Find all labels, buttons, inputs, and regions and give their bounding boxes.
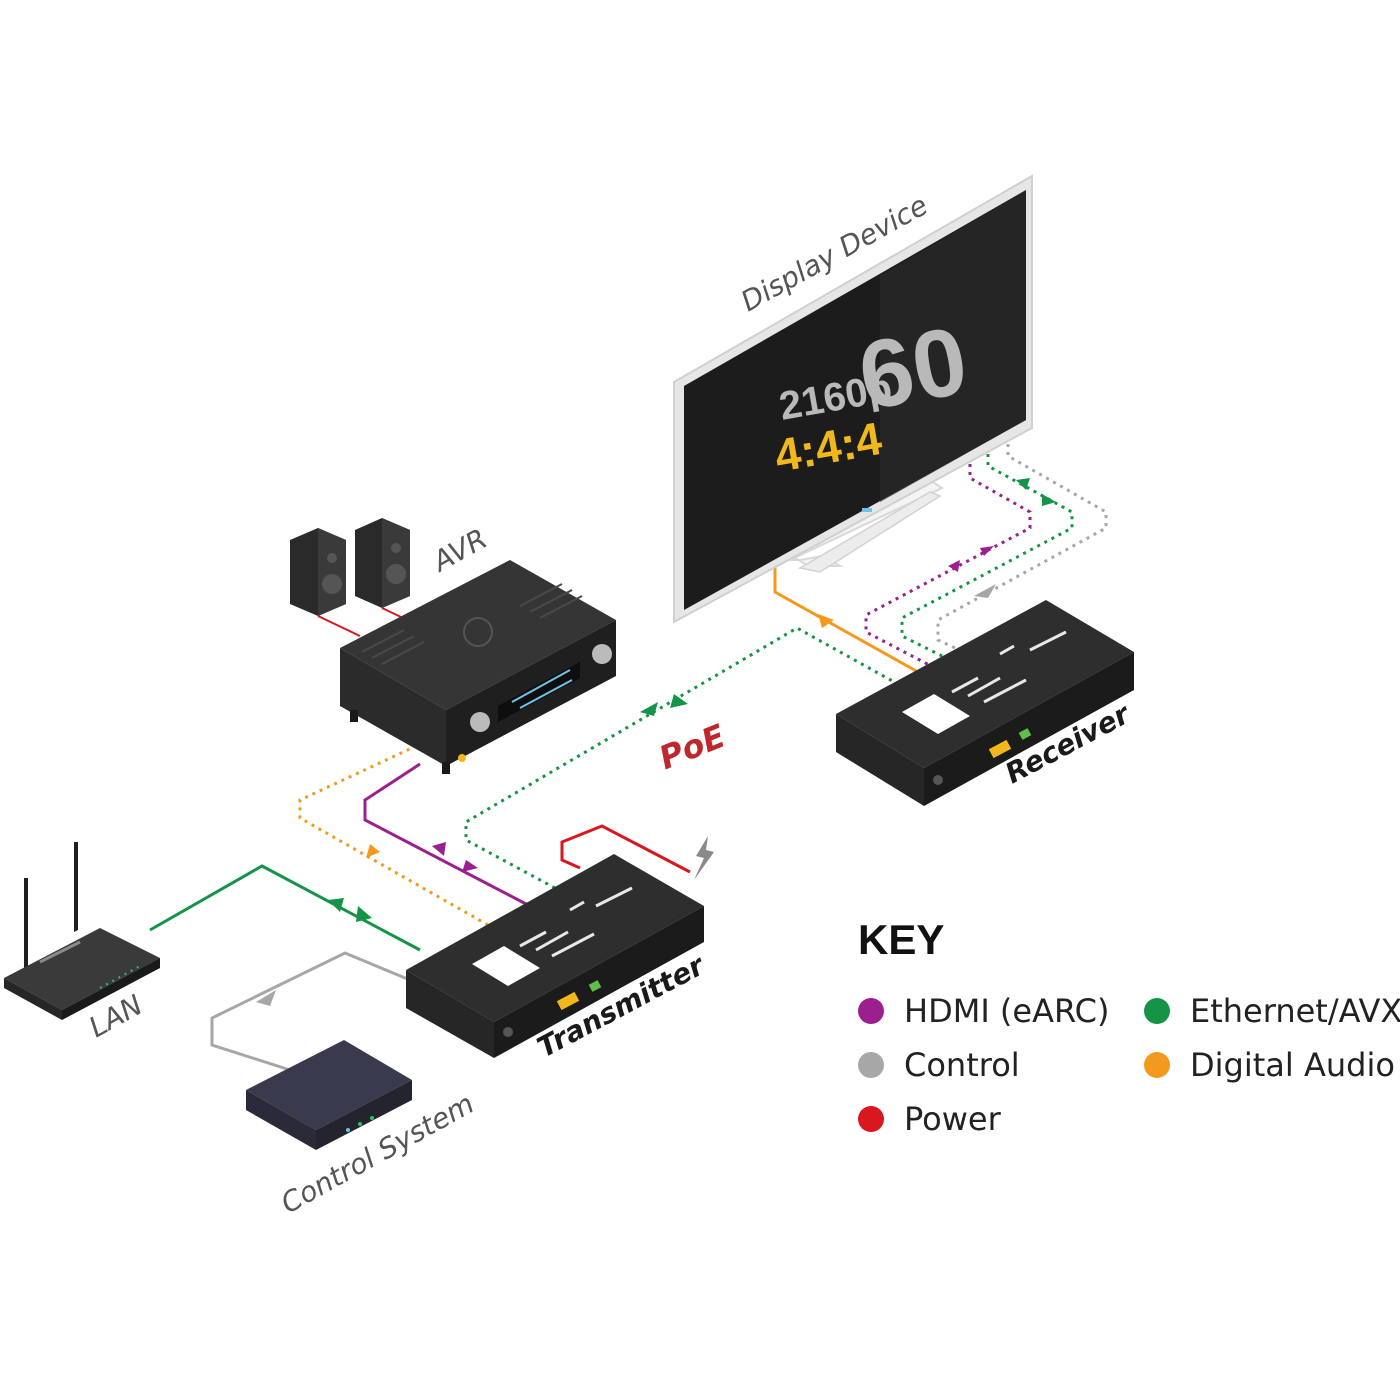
control-arrow-icon-2 bbox=[974, 584, 996, 598]
lan-ethernet-cable bbox=[149, 864, 421, 952]
avr-label: AVR bbox=[426, 522, 493, 579]
hdmi-arrow-icon bbox=[432, 842, 478, 872]
legend-label-audio: Digital Audio bbox=[1190, 1046, 1395, 1084]
legend-label-power: Power bbox=[904, 1100, 1001, 1138]
poe-arrow-icon bbox=[640, 694, 688, 716]
control-dot-icon bbox=[858, 1052, 884, 1078]
hdmi-dot-icon bbox=[858, 998, 884, 1024]
ethernet-arrow-icon-2 bbox=[1016, 478, 1056, 506]
control-system-device bbox=[246, 1040, 412, 1150]
legend-label-control: Control bbox=[904, 1046, 1020, 1084]
hdmi-cable-display-rx bbox=[864, 456, 1032, 670]
legend-title: KEY bbox=[858, 916, 945, 963]
receiver-hdmi-port-icon bbox=[988, 739, 1012, 759]
audio-cable-display-rx bbox=[773, 566, 919, 674]
avr-device bbox=[340, 560, 616, 774]
legend-item-audio: Digital Audio bbox=[1144, 1046, 1395, 1084]
speaker-left bbox=[290, 528, 346, 616]
control-arrow-icon bbox=[256, 990, 276, 1006]
display-led-icon bbox=[862, 508, 872, 512]
control-cable-display-rx bbox=[936, 436, 1108, 656]
audio-arrow-icon-2 bbox=[818, 614, 834, 628]
transmitter-hdmi-port-icon bbox=[556, 991, 580, 1011]
ethernet-arrow-icon bbox=[328, 898, 372, 922]
receiver-device bbox=[836, 600, 1134, 806]
poe-label: PoE bbox=[654, 717, 731, 777]
speakers bbox=[290, 518, 421, 637]
power-cable bbox=[560, 824, 691, 874]
hdmi-cable-tx-avr bbox=[363, 762, 529, 907]
hdmi-arrow-icon-2 bbox=[948, 546, 994, 572]
audio-cable-tx-avr bbox=[298, 746, 489, 927]
display-device: 2160p 60 4:4:4 bbox=[673, 174, 1033, 624]
router-device bbox=[4, 842, 160, 1020]
legend-item-ethernet: Ethernet/AVX bbox=[1144, 992, 1400, 1030]
power-bolt-icon bbox=[694, 836, 714, 880]
antenna-right-icon bbox=[74, 842, 78, 932]
screen-refresh-rate: 60 bbox=[851, 307, 975, 431]
legend-item-power: Power bbox=[858, 1100, 1001, 1138]
legend-label-ethernet: Ethernet/AVX bbox=[1190, 992, 1400, 1030]
ethernet-dot-icon bbox=[1144, 998, 1170, 1024]
legend-item-control: Control bbox=[858, 1046, 1020, 1084]
transmitter-device bbox=[406, 854, 704, 1058]
control-cable bbox=[210, 951, 411, 1072]
legend: KEY HDMI (eARC) Ethernet/AVX Control Dig… bbox=[858, 916, 1400, 1156]
avr-knob-right-icon bbox=[592, 644, 612, 664]
audio-dot-icon bbox=[1144, 1052, 1170, 1078]
avr-display-panel bbox=[498, 662, 580, 722]
legend-item-hdmi: HDMI (eARC) bbox=[858, 992, 1109, 1030]
power-dot-icon bbox=[858, 1106, 884, 1132]
speaker-right bbox=[355, 518, 410, 608]
audio-arrow-icon bbox=[366, 844, 380, 858]
legend-label-hdmi: HDMI (eARC) bbox=[904, 992, 1110, 1030]
antenna-left-icon bbox=[24, 878, 28, 972]
avr-knob-left-icon bbox=[470, 712, 490, 732]
